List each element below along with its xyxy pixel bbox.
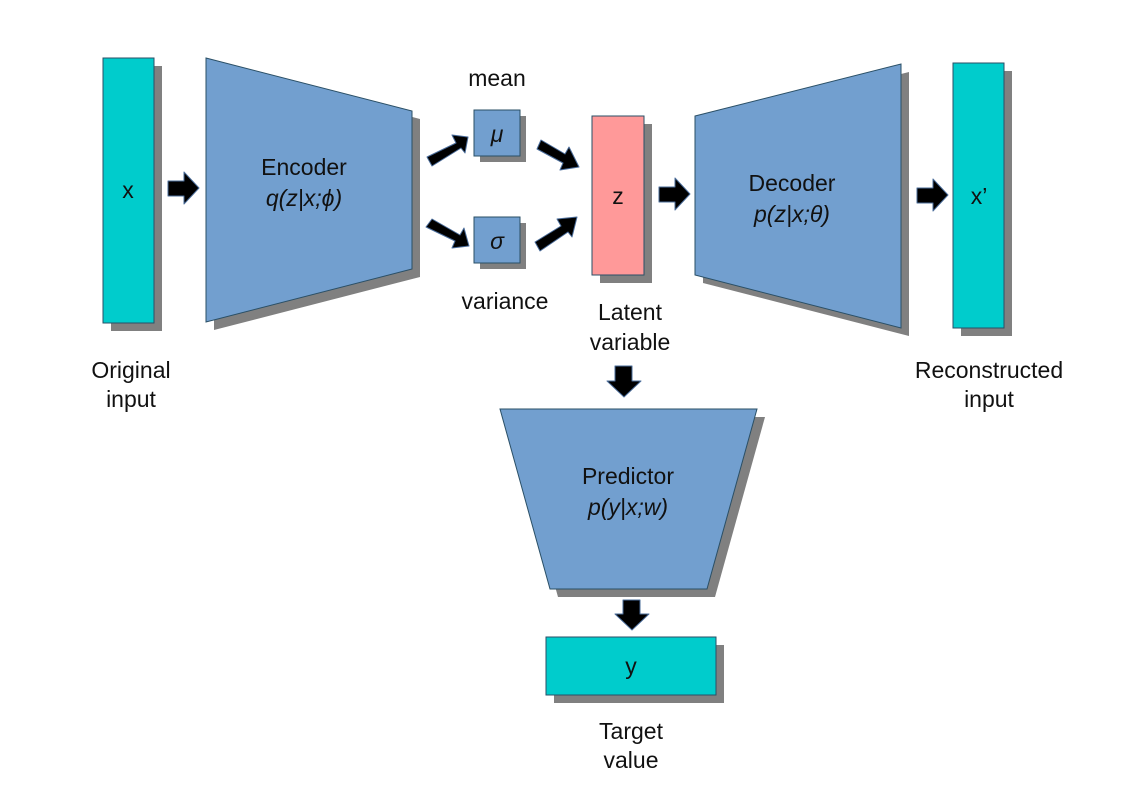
original-input-box (102, 57, 155, 324)
encoder-title: Encoder (261, 154, 347, 180)
arrow-decoder-to-output (916, 178, 949, 212)
predictor-title: Predictor (582, 463, 674, 489)
predictor-block: Predictor p(y|x;w) (499, 408, 765, 597)
arrow-encoder-to-variance (425, 218, 470, 249)
arrow-variance-to-latent (534, 216, 578, 252)
target-block: y (545, 636, 724, 703)
reconstructed-input-block: x’ (952, 62, 1012, 336)
target-caption-line2: value (604, 747, 659, 773)
arrow-mean-to-latent (536, 139, 580, 171)
variance-block: σ (473, 216, 526, 269)
variance-box (473, 216, 521, 264)
predictor-trapezoid (499, 408, 758, 590)
target-box-label: y (625, 653, 637, 679)
arrow-input-to-encoder (167, 171, 200, 205)
decoder-block: Decoder p(z|x;θ) (694, 63, 909, 336)
arrow-predictor-to-target (614, 599, 650, 631)
reconstructed-input-caption-line1: Reconstructed (915, 357, 1063, 383)
reconstructed-input-box (952, 62, 1005, 329)
variance-symbol: σ (490, 228, 505, 254)
encoder-formula: q(z|x;ϕ) (266, 185, 342, 211)
mean-box (473, 109, 521, 157)
reconstructed-input-box-label: x’ (971, 183, 988, 209)
decoder-trapezoid (694, 63, 902, 329)
target-caption-line1: Target (599, 718, 664, 744)
reconstructed-input-caption-line2: input (964, 386, 1014, 412)
mean-block: μ (473, 109, 526, 162)
arrow-latent-to-decoder (658, 177, 691, 211)
original-input-block: x (102, 57, 162, 331)
decoder-title: Decoder (749, 170, 836, 196)
variance-caption: variance (462, 288, 549, 314)
latent-caption-line2: variable (590, 329, 671, 355)
encoder-trapezoid (205, 57, 413, 323)
mean-symbol: μ (490, 121, 504, 147)
latent-box (591, 115, 645, 276)
mean-caption: mean (468, 65, 526, 91)
encoder-block: Encoder q(z|x;ϕ) (205, 57, 420, 330)
decoder-formula: p(z|x;θ) (753, 201, 830, 227)
target-box (545, 636, 717, 696)
arrow-latent-to-predictor (606, 365, 642, 398)
arrow-encoder-to-mean (426, 134, 469, 167)
original-input-box-label: x (122, 177, 134, 203)
predictor-formula: p(y|x;w) (587, 494, 668, 520)
original-input-caption-line2: input (106, 386, 156, 412)
original-input-caption-line1: Original (91, 357, 170, 383)
latent-caption-line1: Latent (598, 299, 663, 325)
latent-block: z (591, 115, 652, 283)
latent-box-label: z (612, 183, 624, 209)
